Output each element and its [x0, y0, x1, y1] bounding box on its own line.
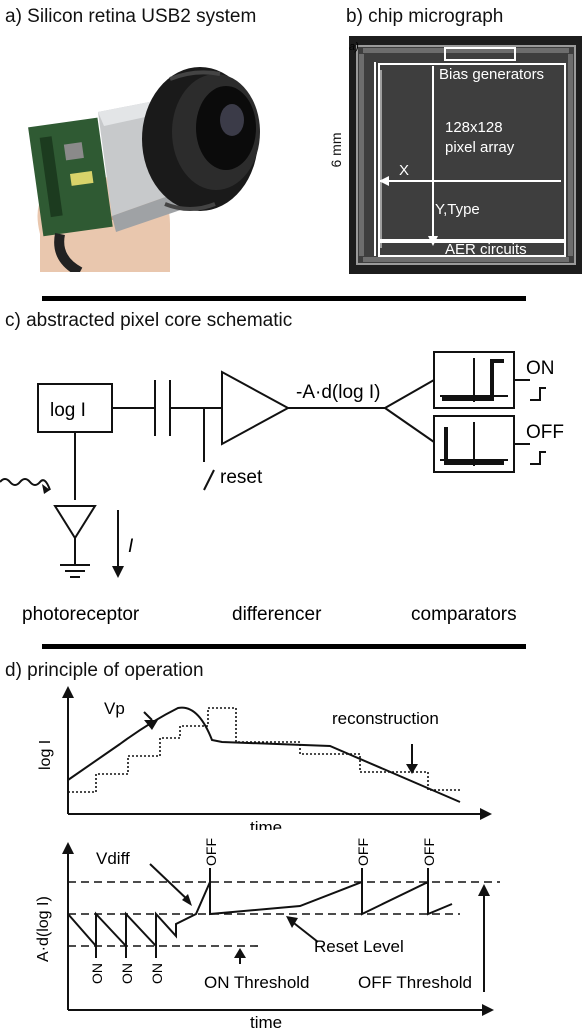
bottom-y-axis-label: A·d(log I) — [35, 896, 52, 962]
aer-circuits-label: AER circuits — [445, 241, 527, 258]
camera-illustration — [20, 34, 266, 277]
micrograph-corner-label: a) — [349, 41, 359, 53]
x-label: X — [399, 162, 409, 179]
differencer-label: differencer — [232, 604, 322, 625]
on-event-1: ON — [89, 963, 105, 984]
pixel-array-label: pixel array — [445, 139, 515, 156]
log-intensity-plot: log I time Vp reconstruction — [37, 686, 492, 830]
on-threshold-label: ON Threshold — [204, 973, 310, 992]
y-type-label: Y,Type — [435, 201, 480, 218]
panel-c-title: c) abstracted pixel core schematic — [5, 310, 293, 331]
comparators-label: comparators — [411, 604, 517, 625]
differencer-output-formula: -A·d(log I) — [296, 382, 380, 403]
array-size-label: 128x128 — [445, 119, 503, 136]
panel-b-title: b) chip micrograph — [346, 6, 504, 27]
off-output-label: OFF — [526, 422, 564, 443]
chip-illustration: a) Bias generators 128x128 pixel array X… — [349, 36, 582, 274]
chip-size-label: 6 mm — [328, 132, 344, 168]
log-i-label: log I — [50, 400, 86, 421]
reset-level-label: Reset Level — [314, 937, 404, 956]
off-threshold-label: OFF Threshold — [358, 973, 472, 992]
current-label: I — [128, 536, 134, 557]
difference-signal-plot: A·d(log I) time Vdiff OFF OFF OFF ON ON … — [35, 838, 500, 1030]
off-event-1: OFF — [203, 838, 219, 866]
off-event-3: OFF — [421, 838, 437, 866]
separator-top — [42, 296, 526, 301]
chip-micrograph: a) Bias generators 128x128 pixel array X… — [349, 36, 582, 274]
reset-label: reset — [220, 467, 263, 488]
pixel-schematic: log I reset I -A·d(log I) ON OFF photore… — [0, 351, 564, 625]
vdiff-label: Vdiff — [96, 849, 130, 868]
camera-photo — [20, 34, 266, 277]
on-event-2: ON — [119, 963, 135, 984]
bias-generators-label: Bias generators — [439, 66, 544, 83]
top-x-axis-label: time — [250, 818, 282, 830]
panel-a-title: a) Silicon retina USB2 system — [5, 6, 257, 27]
vp-label: Vp — [104, 699, 125, 718]
top-y-axis-label: log I — [37, 740, 54, 770]
separator-bottom — [42, 644, 526, 649]
reconstruction-label: reconstruction — [332, 709, 439, 728]
panel-d-title: d) principle of operation — [5, 660, 204, 681]
off-event-2: OFF — [355, 838, 371, 866]
photoreceptor-label: photoreceptor — [22, 604, 140, 625]
bottom-x-axis-label: time — [250, 1013, 282, 1030]
on-event-3: ON — [149, 963, 165, 984]
on-output-label: ON — [526, 358, 555, 379]
